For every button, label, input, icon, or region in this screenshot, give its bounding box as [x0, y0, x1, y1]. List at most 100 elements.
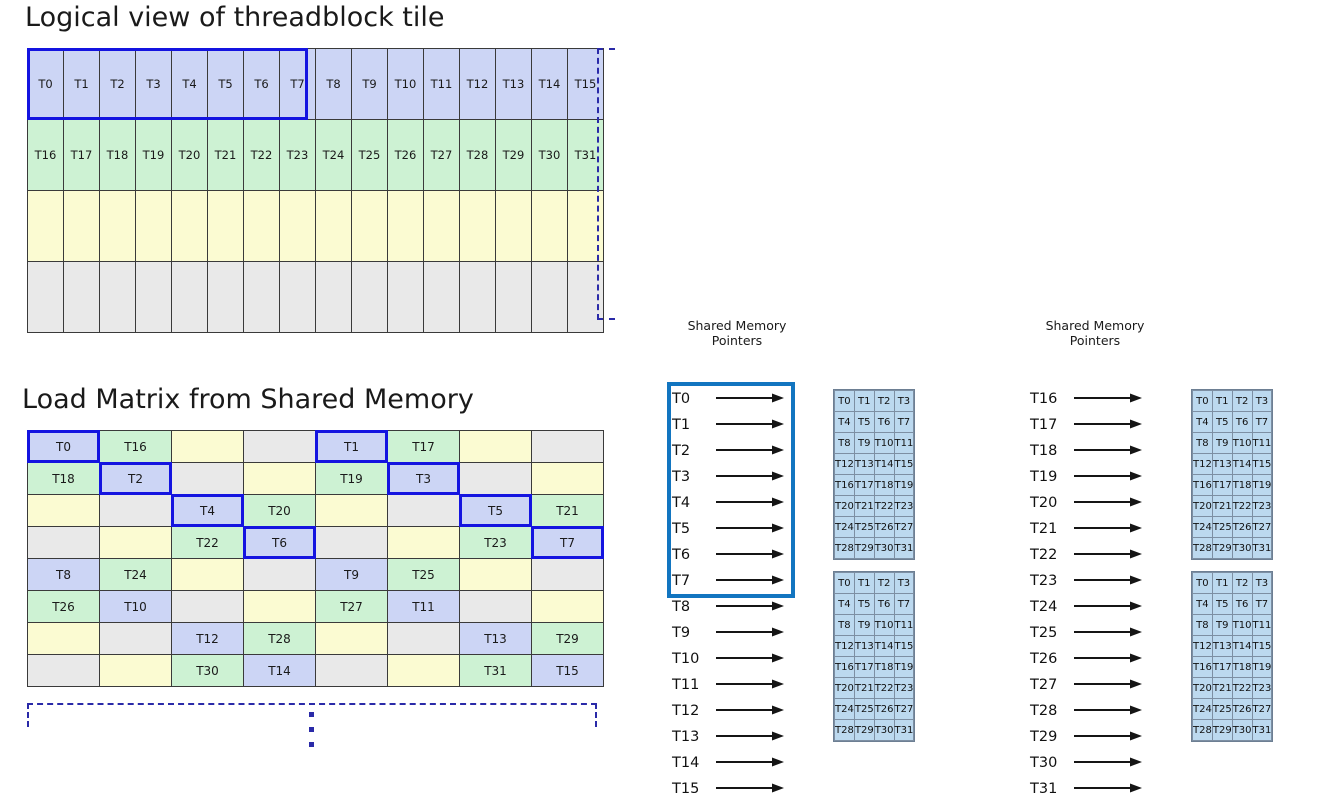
shared-memory-table-cell: T13	[1211, 635, 1233, 657]
pointer-row[interactable]: T14	[672, 750, 788, 776]
pointer-row[interactable]: T28	[1030, 698, 1146, 724]
shared-memory-table-cell: T30	[1231, 537, 1253, 559]
pointer-row[interactable]: T25	[1030, 620, 1146, 646]
shared-memory-table-cell: T9	[853, 432, 875, 454]
logical-grid-cell: T25	[351, 119, 388, 191]
pointer-label: T26	[1030, 651, 1058, 667]
pointer-row[interactable]: T26	[1030, 646, 1146, 672]
logical-grid-cell	[135, 261, 172, 333]
pointer-row[interactable]: T19	[1030, 464, 1146, 490]
load-matrix-cell	[315, 494, 388, 527]
pointer-arrow	[714, 620, 788, 646]
load-matrix-cell	[27, 622, 100, 655]
pointer-row[interactable]: T15	[672, 776, 788, 802]
pointer-row[interactable]: T0	[672, 386, 788, 412]
load-matrix-cell-highlight	[459, 494, 532, 527]
pointer-row[interactable]: T1	[672, 412, 788, 438]
shared-memory-table-cell: T20	[834, 677, 855, 699]
arrow-icon	[1074, 783, 1142, 793]
pointer-row[interactable]: T8	[672, 594, 788, 620]
load-matrix-cell-highlight	[315, 430, 388, 463]
load-matrix-cell	[459, 462, 532, 495]
pointer-row[interactable]: T10	[672, 646, 788, 672]
pointer-row[interactable]: T23	[1030, 568, 1146, 594]
pointer-row[interactable]: T22	[1030, 542, 1146, 568]
pointer-arrow	[1072, 594, 1146, 620]
pointer-arrow	[1072, 698, 1146, 724]
shared-memory-table-cell: T31	[1251, 537, 1273, 559]
shared-memory-table-cell: T4	[834, 593, 855, 615]
logical-grid-cell	[171, 190, 208, 262]
shared-memory-table-cell: T13	[853, 635, 875, 657]
pointer-row[interactable]: T2	[672, 438, 788, 464]
pointer-row[interactable]: T24	[1030, 594, 1146, 620]
pointer-row[interactable]: T21	[1030, 516, 1146, 542]
logical-grid-cell	[495, 261, 532, 333]
load-matrix-dashed-bracket	[27, 703, 597, 727]
logical-grid-cell: T12	[459, 48, 496, 120]
load-matrix-cell	[99, 654, 172, 687]
pointer-label: T28	[1030, 703, 1058, 719]
load-matrix-cell: T30	[171, 654, 244, 687]
shared-memory-table-cell: T25	[1211, 698, 1233, 720]
shared-memory-table-cell: T2	[1231, 572, 1253, 594]
pointer-label: T15	[672, 781, 700, 797]
pointer-row[interactable]: T5	[672, 516, 788, 542]
pointer-label: T21	[1030, 521, 1058, 537]
shared-memory-table-cell: T14	[873, 635, 895, 657]
shared-memory-table-cell: T7	[893, 411, 915, 433]
shared-memory-table-cell: T23	[893, 495, 915, 517]
shared-memory-table-cell: T31	[1251, 719, 1273, 741]
pointer-row[interactable]: T6	[672, 542, 788, 568]
shared-memory-table-cell: T27	[893, 516, 915, 538]
load-matrix-cell	[315, 526, 388, 559]
shared-memory-table-cell: T8	[834, 432, 855, 454]
shared-memory-table-cell: T4	[1192, 411, 1213, 433]
pointer-row[interactable]: T18	[1030, 438, 1146, 464]
pointer-row[interactable]: T3	[672, 464, 788, 490]
shared-memory-table-cell: T10	[1231, 614, 1253, 636]
pointer-row[interactable]: T17	[1030, 412, 1146, 438]
pointer-row[interactable]: T7	[672, 568, 788, 594]
pointer-row[interactable]: T30	[1030, 750, 1146, 776]
pointer-row[interactable]: T4	[672, 490, 788, 516]
pointer-row[interactable]: T16	[1030, 386, 1146, 412]
pointer-row[interactable]: T20	[1030, 490, 1146, 516]
pointer-arrow	[714, 490, 788, 516]
shared-memory-table-cell: T22	[873, 677, 895, 699]
logical-grid-cell: T11	[423, 48, 460, 120]
logical-grid-cell: T30	[531, 119, 568, 191]
pointer-row[interactable]: T13	[672, 724, 788, 750]
pointer-row[interactable]: T9	[672, 620, 788, 646]
logical-grid-cell	[207, 261, 244, 333]
pointer-label: T18	[1030, 443, 1058, 459]
load-matrix-cell	[243, 430, 316, 463]
pointer-row[interactable]: T31	[1030, 776, 1146, 802]
shared-memory-table-cell: T6	[1231, 593, 1253, 615]
pointer-row[interactable]: T27	[1030, 672, 1146, 698]
logical-grid-cell	[135, 190, 172, 262]
logical-grid-cell: T3	[135, 48, 172, 120]
pointer-row[interactable]: T11	[672, 672, 788, 698]
pointer-row[interactable]: T12	[672, 698, 788, 724]
arrow-icon	[1074, 653, 1142, 663]
logical-grid-cell: T27	[423, 119, 460, 191]
load-matrix-cell: T11	[387, 590, 460, 623]
shared-memory-table-cell: T24	[1192, 516, 1213, 538]
logical-grid-cell: T20	[171, 119, 208, 191]
pointer-row[interactable]: T29	[1030, 724, 1146, 750]
arrow-icon	[716, 575, 784, 585]
shared-memory-table-cell: T28	[1192, 719, 1213, 741]
load-matrix-cell	[243, 590, 316, 623]
load-matrix-cell: T8	[27, 558, 100, 591]
shared-memory-table-cell: T24	[1192, 698, 1213, 720]
